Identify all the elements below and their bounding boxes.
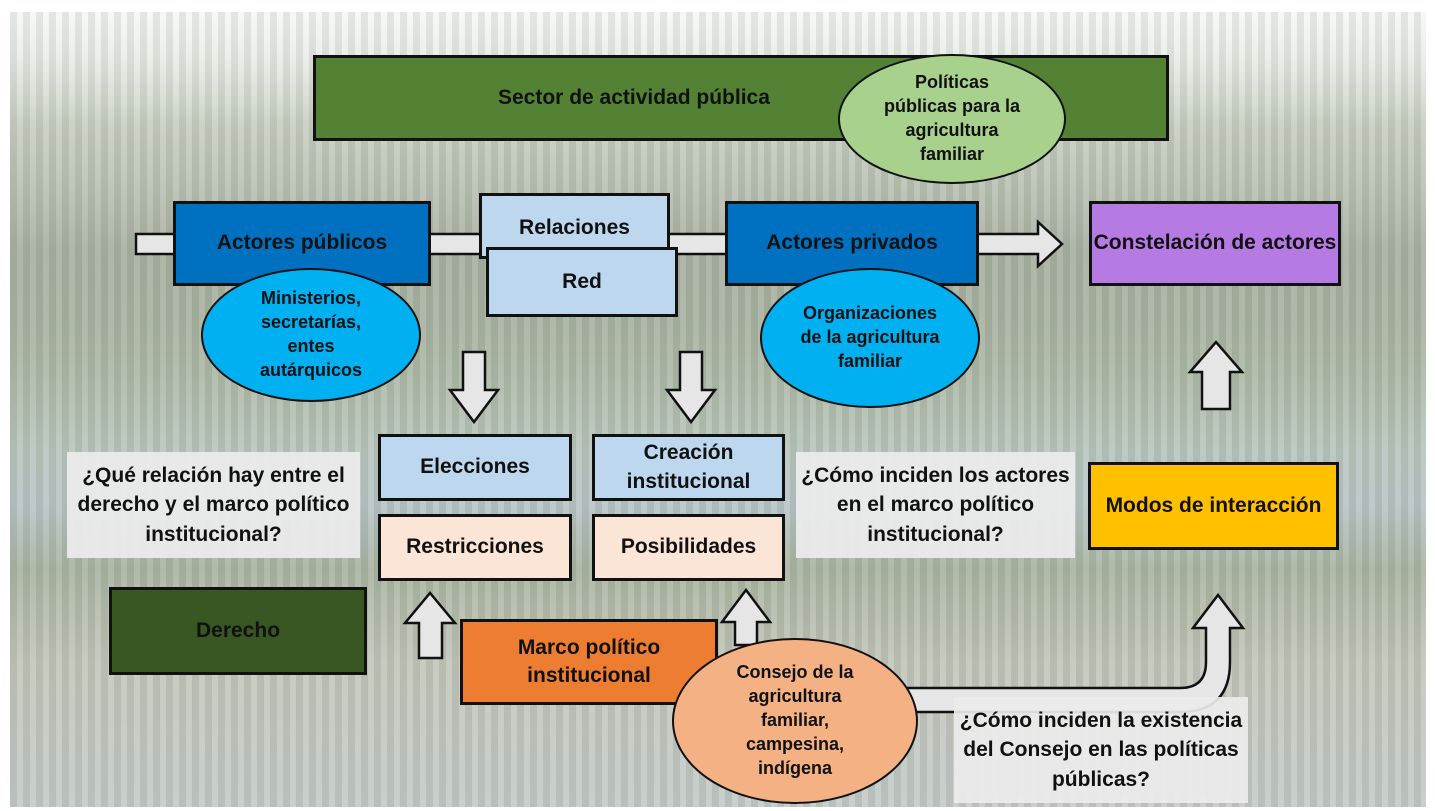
derecho-box: Derecho [109, 587, 367, 675]
ministerios-label: Ministerios, secretarías, entes autárqui… [259, 288, 363, 380]
elecciones-label: Elecciones [420, 455, 530, 479]
constelacion-actores-box: Constelación de actores [1089, 201, 1341, 286]
consejo-label: Consejo de la agricultura familiar, camp… [736, 662, 854, 778]
politicas-label: Políticas públicas para la agricultura f… [883, 72, 1021, 164]
question-derecho-marco: ¿Qué relación hay entre el derecho y el … [67, 452, 360, 558]
posibilidades-label: Posibilidades [620, 535, 757, 559]
modos-label: Modos de interacción [1105, 493, 1322, 517]
up-arrow-posibilidades [719, 587, 773, 647]
ministerios-ellipse: Ministerios, secretarías, entes autárqui… [201, 268, 421, 402]
down-arrow-right [664, 350, 718, 425]
sector-label: Sector de actividad pública [498, 85, 770, 109]
marco-label: Marco político institucional [517, 635, 661, 687]
creacion-institucional-box: Creación institucional [592, 434, 785, 501]
down-arrow-left [447, 350, 501, 425]
red-label: Red [562, 269, 602, 293]
organizaciones-ellipse: Organizaciones de la agricultura familia… [760, 268, 980, 408]
actores-publicos-label: Actores públicos [216, 231, 388, 255]
restricciones-label: Restricciones [406, 535, 544, 559]
red-box: Red [486, 247, 678, 317]
organizaciones-label: Organizaciones de la agricultura familia… [800, 303, 940, 371]
up-arrow-constelacion [1187, 340, 1245, 411]
modos-interaccion-box: Modos de interacción [1088, 462, 1339, 550]
posibilidades-box: Posibilidades [592, 514, 785, 581]
restricciones-box: Restricciones [378, 514, 572, 581]
relaciones-label: Relaciones [519, 216, 630, 239]
question-2-text: ¿Cómo inciden los actores en el marco po… [801, 463, 1070, 546]
elecciones-box: Elecciones [378, 434, 572, 501]
derecho-label: Derecho [195, 618, 281, 642]
creacion-label: Creación institucional [626, 441, 751, 493]
question-consejo-politicas: ¿Cómo inciden la existencia del Consejo … [954, 697, 1248, 803]
question-3-text: ¿Cómo inciden la existencia del Consejo … [959, 708, 1243, 791]
question-actores-marco: ¿Cómo inciden los actores en el marco po… [796, 452, 1075, 558]
consejo-ellipse: Consejo de la agricultura familiar, camp… [672, 638, 918, 804]
constelacion-label: Constelación de actores [1093, 231, 1337, 255]
politicas-publicas-ellipse: Políticas públicas para la agricultura f… [838, 54, 1066, 184]
up-arrow-restricciones [402, 591, 458, 660]
actores-privados-label: Actores privados [766, 231, 938, 255]
question-1-text: ¿Qué relación hay entre el derecho y el … [77, 463, 350, 546]
